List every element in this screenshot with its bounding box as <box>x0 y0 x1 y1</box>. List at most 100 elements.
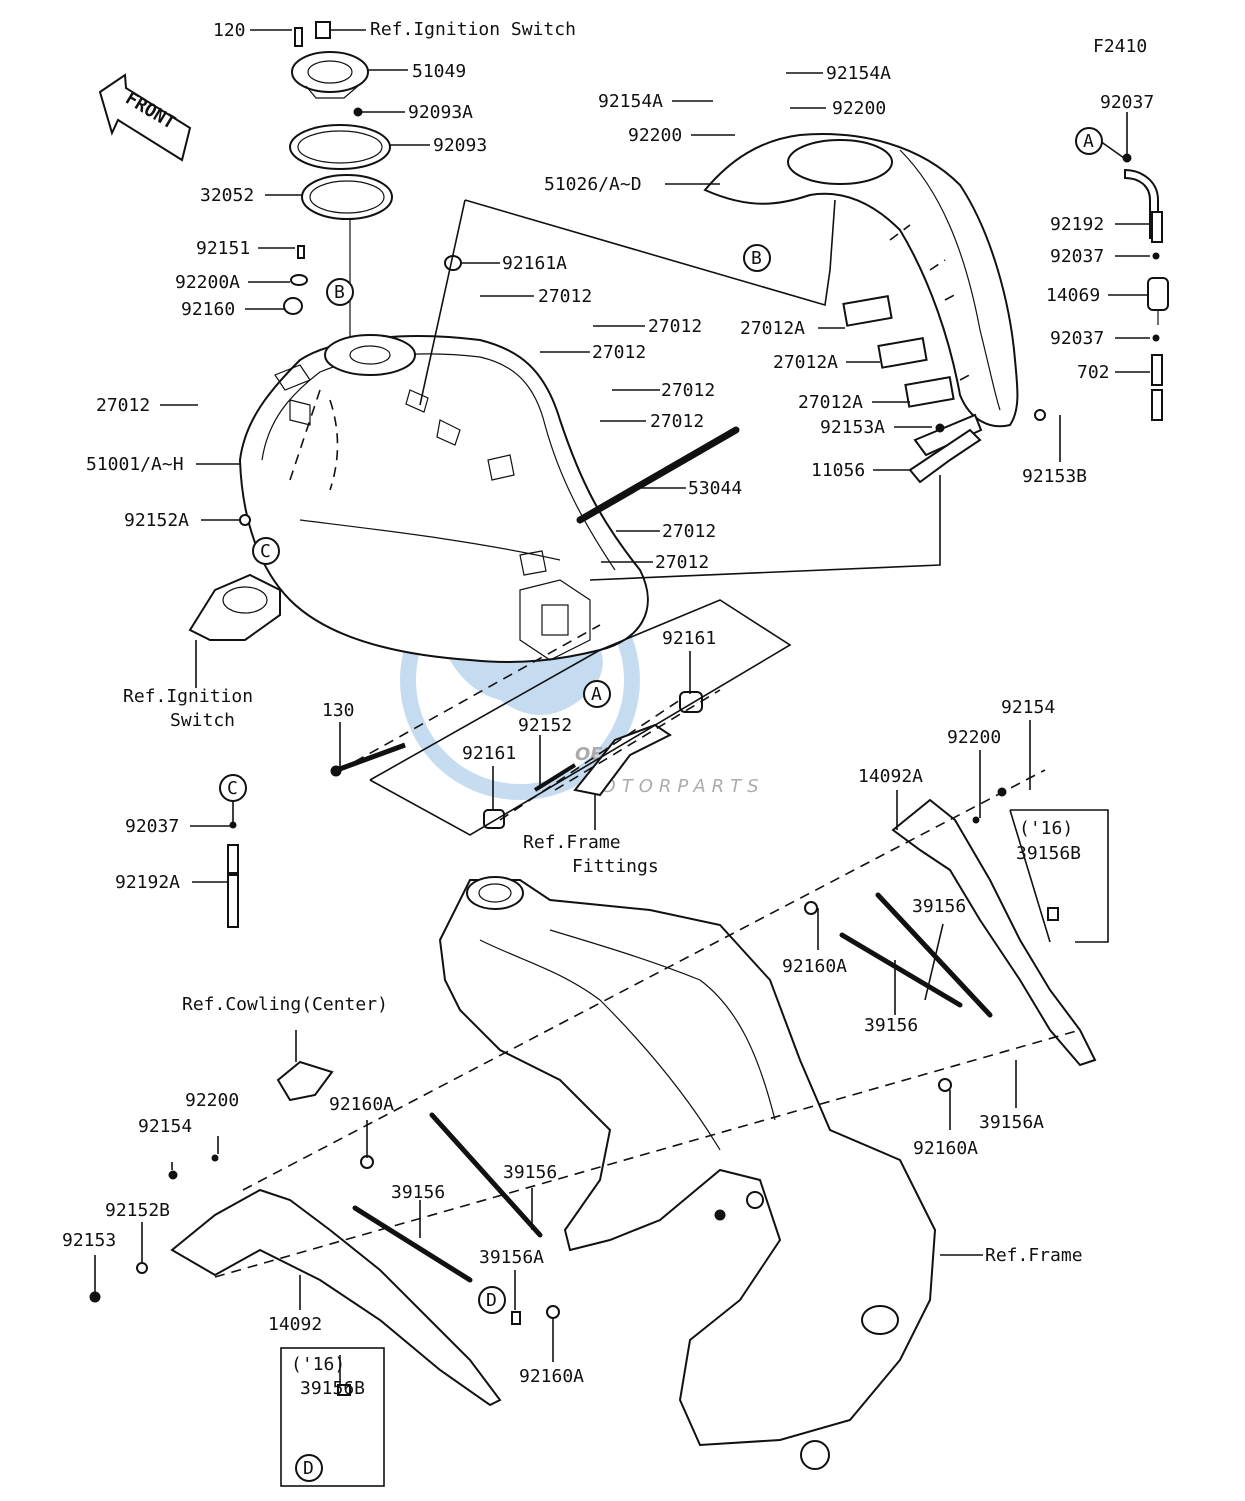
label-92154: 92154 <box>1001 697 1055 718</box>
label-year-16: ('16) <box>1019 818 1073 839</box>
label-39156: 39156 <box>503 1162 557 1183</box>
hose-92192A <box>227 821 239 928</box>
callout-C-tank: C <box>252 537 280 565</box>
label-92200: 92200 <box>628 125 682 146</box>
label-27012: 27012 <box>650 411 704 432</box>
label-92154A: 92154A <box>598 91 663 112</box>
label-92152A: 92152A <box>124 510 189 531</box>
fuel-hose-assembly <box>1122 153 1169 421</box>
label-27012A: 27012A <box>773 352 838 373</box>
label-92192: 92192 <box>1050 214 1104 235</box>
bracket-11056 <box>908 428 982 484</box>
label-ref-frame-fittings-l2: Fittings <box>572 856 659 877</box>
label-27012: 27012 <box>661 380 715 401</box>
label-92160A: 92160A <box>913 1138 978 1159</box>
label-27012: 27012 <box>96 395 150 416</box>
label-51049: 51049 <box>412 61 466 82</box>
label-27012: 27012 <box>538 286 592 307</box>
svg-text:B: B <box>751 248 762 269</box>
label-39156: 39156 <box>912 896 966 917</box>
label-27012: 27012 <box>648 316 702 337</box>
label-39156: 39156 <box>391 1182 445 1203</box>
label-year-16: ('16) <box>291 1354 345 1375</box>
label-92160A: 92160A <box>519 1366 584 1387</box>
label-92200: 92200 <box>832 98 886 119</box>
leader-lines <box>94 29 1150 1487</box>
diagram-code: F2410 <box>1093 36 1147 57</box>
fastener-group-left <box>283 245 462 315</box>
callout-A-tank: A <box>583 680 611 708</box>
label-130: 130 <box>322 700 355 721</box>
callout-markers: B B A A C C D D <box>219 127 1103 1482</box>
svg-text:D: D <box>486 1290 497 1311</box>
label-14092A: 14092A <box>858 766 923 787</box>
front-arrow-icon: FRONT <box>98 73 192 162</box>
label-ref-ignition-switch-l1: Ref.Ignition <box>123 686 253 707</box>
svg-text:C: C <box>227 778 238 799</box>
ignition-switch-housing <box>188 514 281 641</box>
label-27012: 27012 <box>662 521 716 542</box>
label-92037: 92037 <box>125 816 179 837</box>
callout-D-frame: D <box>478 1286 506 1314</box>
callout-A-hose: A <box>1075 127 1103 155</box>
label-92160A: 92160A <box>782 956 847 977</box>
label-92093: 92093 <box>433 135 487 156</box>
side-cover-14092A <box>891 798 1097 1067</box>
label-27012: 27012 <box>592 342 646 363</box>
svg-text:D: D <box>303 1458 314 1479</box>
label-92152: 92152 <box>518 715 572 736</box>
label-92152B: 92152B <box>105 1200 170 1221</box>
label-92153A: 92153A <box>820 417 885 438</box>
label-51001: 51001/A~H <box>86 454 184 475</box>
label-702: 702 <box>1077 362 1110 383</box>
watermark-subtitle: MOTORPARTS <box>580 776 765 797</box>
label-39156B: 39156B <box>1016 843 1081 864</box>
tank-cover <box>703 133 1046 457</box>
label-39156B: 39156B <box>300 1378 365 1399</box>
label-92160A: 92160A <box>329 1094 394 1115</box>
callout-B-cover: B <box>743 244 771 272</box>
label-14069: 14069 <box>1046 285 1100 306</box>
label-92160: 92160 <box>181 299 235 320</box>
label-92153: 92153 <box>62 1230 116 1251</box>
label-14092: 14092 <box>268 1314 322 1335</box>
label-27012: 27012 <box>655 552 709 573</box>
label-92200A: 92200A <box>175 272 240 293</box>
label-92154A: 92154A <box>826 63 891 84</box>
fuel-tank <box>238 334 649 663</box>
label-92154: 92154 <box>138 1116 192 1137</box>
label-120: 120 <box>213 20 246 41</box>
label-92161A: 92161A <box>502 253 567 274</box>
label-ref-ignition-switch-l2: Switch <box>170 710 235 731</box>
label-92037: 92037 <box>1100 92 1154 113</box>
callout-B-top: B <box>326 278 354 306</box>
label-27012A: 27012A <box>740 318 805 339</box>
callout-C-hose: C <box>219 774 247 802</box>
label-ref-ignition-switch: Ref.Ignition Switch <box>370 19 576 40</box>
svg-text:B: B <box>334 282 345 303</box>
label-ref-cowling-center: Ref.Cowling(Center) <box>182 994 388 1015</box>
label-32052: 32052 <box>200 185 254 206</box>
label-11056: 11056 <box>811 460 865 481</box>
label-39156A: 39156A <box>479 1247 544 1268</box>
label-92200: 92200 <box>185 1090 239 1111</box>
svg-text:C: C <box>260 541 271 562</box>
fuel-cap-assembly <box>289 21 393 350</box>
label-92037: 92037 <box>1050 328 1104 349</box>
cowling-bracket <box>276 1060 334 1102</box>
label-ref-frame: Ref.Frame <box>985 1245 1083 1266</box>
label-92151: 92151 <box>196 238 250 259</box>
rods-39156 <box>352 892 993 1283</box>
label-92192A: 92192A <box>115 872 180 893</box>
label-92161: 92161 <box>462 743 516 764</box>
label-92161: 92161 <box>662 628 716 649</box>
label-27012A: 27012A <box>798 392 863 413</box>
side-cover-14092 <box>170 1188 502 1407</box>
callout-D-box: D <box>295 1454 323 1482</box>
label-92153B: 92153B <box>1022 466 1087 487</box>
label-92037: 92037 <box>1050 246 1104 267</box>
label-39156: 39156 <box>864 1015 918 1036</box>
label-ref-frame-fittings-l1: Ref.Frame <box>523 832 621 853</box>
label-39156A: 39156A <box>979 1112 1044 1133</box>
